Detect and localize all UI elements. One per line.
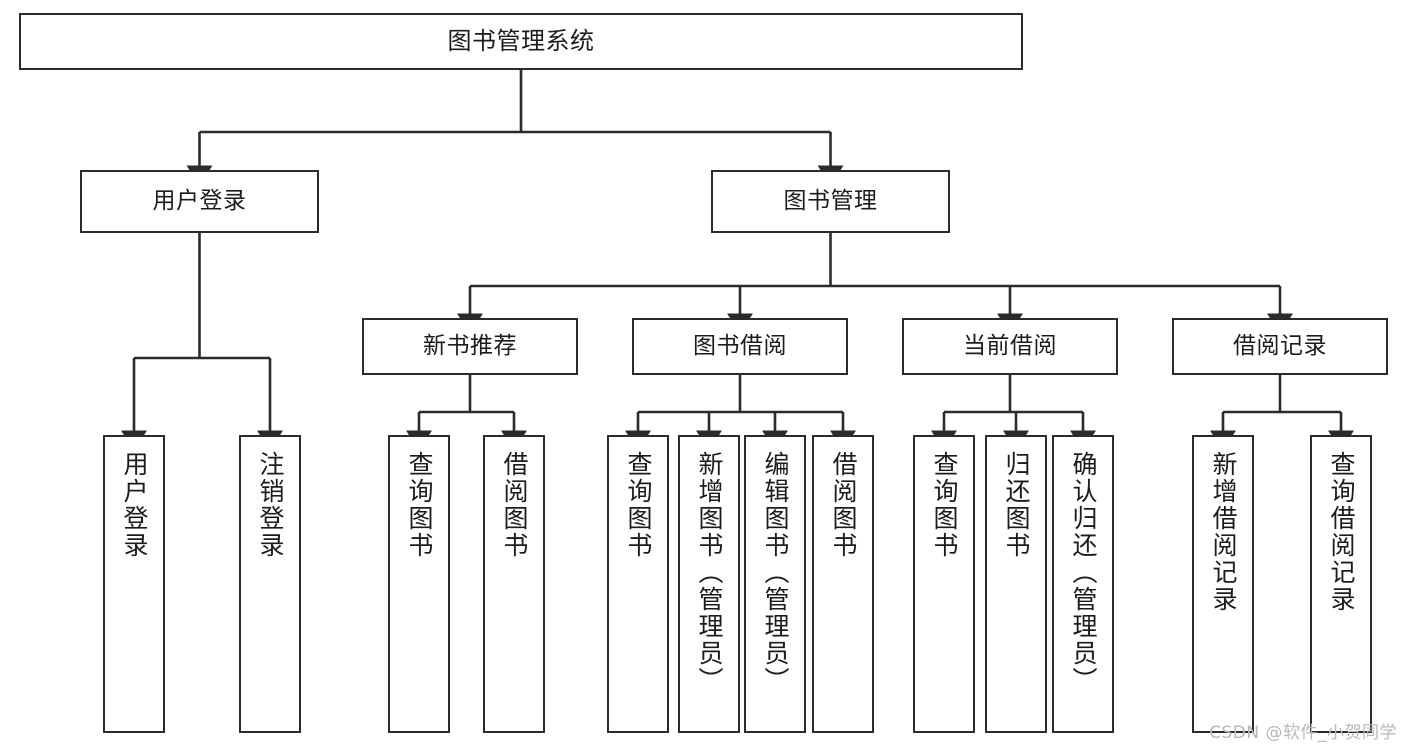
node-label: 图书管理 bbox=[783, 187, 878, 214]
node-label: 注销登录 bbox=[256, 451, 285, 559]
node-label: 查询图书 bbox=[624, 451, 653, 559]
node-leaf-bw-borrow[interactable]: 借阅图书 bbox=[812, 435, 874, 733]
node-label: 新书推荐 bbox=[423, 332, 517, 359]
watermark: CSDN @软件_小贺同学 bbox=[1209, 723, 1397, 743]
node-label: 用户登录 bbox=[152, 187, 247, 214]
node-label: 新增图书（管理员） bbox=[695, 451, 724, 694]
node-leaf-user-logout[interactable]: 注销登录 bbox=[239, 435, 301, 733]
node-leaf-rc-query[interactable]: 查询借阅记录 bbox=[1310, 435, 1372, 733]
node-leaf-nb-borrow[interactable]: 借阅图书 bbox=[483, 435, 545, 733]
node-current[interactable]: 当前借阅 bbox=[902, 318, 1118, 375]
node-label: 确认归还（管理员） bbox=[1069, 451, 1098, 694]
node-label: 借阅记录 bbox=[1233, 332, 1327, 359]
node-leaf-user-login[interactable]: 用户登录 bbox=[103, 435, 165, 733]
node-label: 查询图书 bbox=[405, 451, 434, 559]
node-label: 用户登录 bbox=[120, 451, 149, 559]
node-leaf-cb-return[interactable]: 归还图书 bbox=[985, 435, 1047, 733]
node-label: 新增借阅记录 bbox=[1209, 451, 1238, 613]
node-label: 图书借阅 bbox=[693, 332, 787, 359]
node-label: 编辑图书（管理员） bbox=[761, 451, 790, 694]
node-label: 归还图书 bbox=[1002, 451, 1031, 559]
node-bookmgmt[interactable]: 图书管理 bbox=[711, 170, 950, 233]
node-leaf-bw-add[interactable]: 新增图书（管理员） bbox=[678, 435, 740, 733]
node-label: 借阅图书 bbox=[829, 451, 858, 559]
node-records[interactable]: 借阅记录 bbox=[1172, 318, 1388, 375]
node-root[interactable]: 图书管理系统 bbox=[19, 13, 1023, 70]
node-label: 查询图书 bbox=[930, 451, 959, 559]
node-label: 当前借阅 bbox=[963, 332, 1057, 359]
node-leaf-nb-query[interactable]: 查询图书 bbox=[388, 435, 450, 733]
node-leaf-rc-add[interactable]: 新增借阅记录 bbox=[1192, 435, 1254, 733]
node-borrow[interactable]: 图书借阅 bbox=[632, 318, 848, 375]
node-label: 借阅图书 bbox=[500, 451, 529, 559]
node-leaf-bw-query[interactable]: 查询图书 bbox=[607, 435, 669, 733]
node-login[interactable]: 用户登录 bbox=[80, 170, 319, 233]
node-leaf-cb-query[interactable]: 查询图书 bbox=[913, 435, 975, 733]
node-leaf-bw-edit[interactable]: 编辑图书（管理员） bbox=[744, 435, 806, 733]
node-label: 图书管理系统 bbox=[447, 27, 595, 56]
node-newbook[interactable]: 新书推荐 bbox=[362, 318, 578, 375]
node-label: 查询借阅记录 bbox=[1327, 451, 1356, 613]
node-leaf-cb-confirm[interactable]: 确认归还（管理员） bbox=[1052, 435, 1114, 733]
